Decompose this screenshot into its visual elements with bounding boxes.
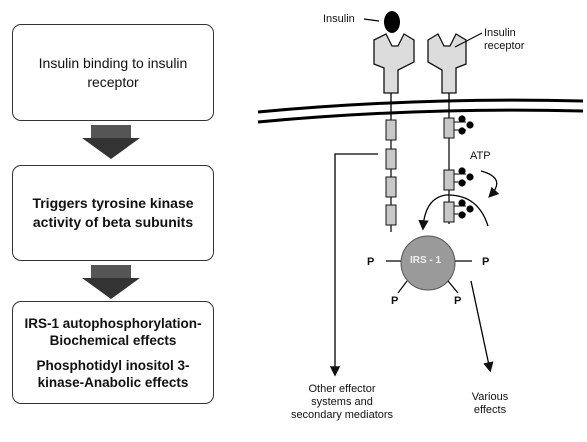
step-irs1-line1: IRS-1 autophosphorylation-: [24, 315, 202, 331]
step-tyrosine-kinase-box: Triggers tyrosine kinase activity of bet…: [12, 165, 214, 261]
step-effects-box: IRS-1 autophosphorylation- Biochemical e…: [12, 301, 214, 404]
irs1-label: IRS - 1: [410, 255, 442, 266]
phosphate-left: P: [367, 256, 375, 268]
step-tyrosine-kinase-line2: activity of beta subunits: [32, 214, 194, 230]
step-tyrosine-kinase-line1: Triggers tyrosine kinase: [32, 195, 194, 211]
step-irs1-line2: Biochemical effects: [49, 332, 177, 348]
other-effectors-line3: secondary mediators: [290, 409, 394, 421]
atp-arrow: [480, 170, 500, 198]
receptor-alpha-left: [373, 33, 415, 94]
various-effects-label: Various effects: [460, 391, 520, 417]
step-insulin-binding-line1: Insulin binding to insulin: [38, 54, 188, 71]
irs1-protein: [400, 235, 456, 291]
other-effectors-arrow: [329, 153, 378, 377]
step-pi3k-line1: Phosphotidyl inositol 3-: [36, 357, 190, 373]
phosphate-right: P: [482, 256, 490, 268]
receptor-beta-left: [385, 118, 397, 232]
phosphate-bottom-right: P: [454, 295, 462, 307]
flow-arrow-1: [82, 125, 140, 159]
atp-label: ATP: [470, 150, 491, 162]
insulin-label: Insulin: [323, 13, 355, 25]
receptor-label-line1: Insulin: [484, 27, 516, 39]
flow-arrow-2: [82, 265, 140, 299]
phosphate-dots: [454, 115, 474, 219]
receptor-label-line2: receptor: [484, 40, 525, 52]
various-effects-arrow: [470, 280, 494, 373]
various-effects-line2: effects: [473, 404, 507, 416]
cell-membrane-outer: [257, 98, 584, 114]
step-insulin-binding-line2: receptor: [87, 73, 139, 90]
step-pi3k-line2: kinase-Anabolic effects: [37, 374, 189, 390]
step-insulin-binding-box: Insulin binding to insulin receptor: [12, 24, 214, 121]
phosphate-bottom-left: P: [391, 295, 399, 307]
activation-arc-arrow: [418, 194, 489, 231]
receptor-alpha-right: [427, 33, 467, 94]
other-effectors-label: Other effector systems and secondary med…: [287, 383, 397, 422]
other-effectors-line1: Other effector: [308, 383, 376, 395]
other-effectors-line2: systems and: [311, 396, 373, 408]
receptor-beta-right: [443, 117, 455, 224]
cell-membrane-inner: [257, 108, 584, 124]
insulin-molecule: [384, 11, 400, 33]
various-effects-line1: Various: [471, 391, 509, 403]
